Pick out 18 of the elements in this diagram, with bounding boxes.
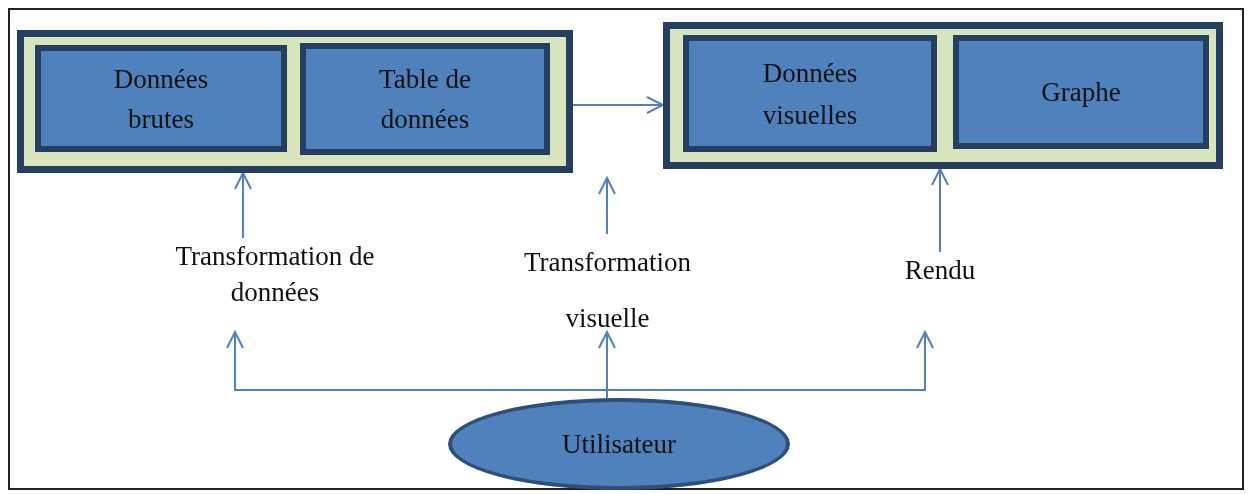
node-label: Rendu bbox=[904, 254, 976, 287]
node-label: Données visuelles bbox=[761, 56, 859, 132]
process-box bbox=[683, 35, 937, 152]
arrow bbox=[572, 96, 664, 114]
process-box bbox=[300, 43, 550, 155]
node-label: Transformation de données bbox=[174, 240, 376, 309]
group-box bbox=[17, 30, 573, 173]
process-box bbox=[35, 45, 287, 152]
node-label: Données brutes bbox=[112, 62, 210, 136]
node-label: Graphe bbox=[1041, 76, 1121, 109]
arrow bbox=[234, 172, 252, 239]
group-box bbox=[663, 22, 1223, 169]
node-label: Utilisateur bbox=[562, 428, 676, 461]
arrow bbox=[598, 177, 616, 235]
process-box bbox=[953, 35, 1209, 149]
arrow bbox=[931, 168, 949, 253]
node-label: Transformation visuelle bbox=[523, 246, 692, 332]
node-label: Table de données bbox=[378, 63, 472, 136]
